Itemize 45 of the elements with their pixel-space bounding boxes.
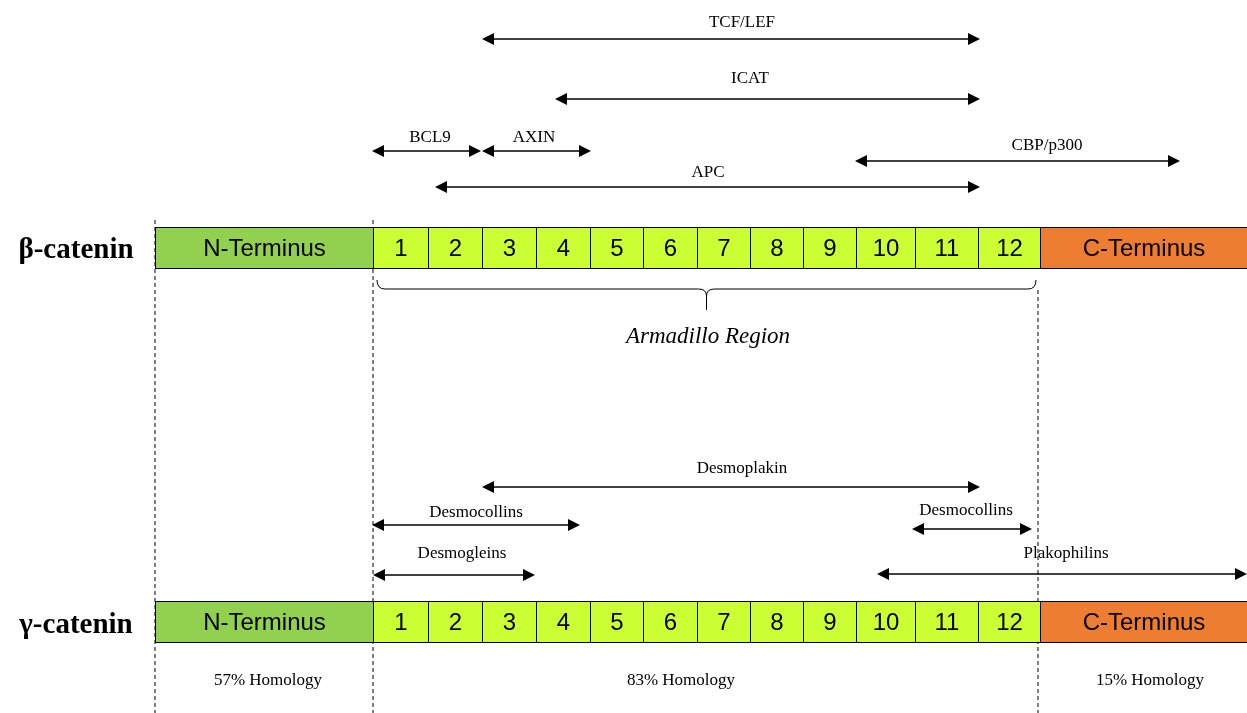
armadillo-repeat: 8 xyxy=(750,227,804,269)
armadillo-repeat: 11 xyxy=(915,227,979,269)
label-text: CBP/p300 xyxy=(1011,135,1083,155)
armadillo-repeat: 7 xyxy=(697,227,751,269)
protein-name: β-catenin xyxy=(18,231,134,265)
armadillo-repeat: 7 xyxy=(697,601,751,643)
label-text: Desmocollins xyxy=(429,502,523,522)
armadillo-repeat: 9 xyxy=(803,227,857,269)
region-label: Armadillo Region xyxy=(625,323,791,349)
armadillo-repeat: 6 xyxy=(643,227,698,269)
armadillo-repeat: 8 xyxy=(750,601,804,643)
label-text: AXIN xyxy=(512,127,556,147)
label-text: 57% Homology xyxy=(213,670,323,690)
label-text: 15% Homology xyxy=(1095,670,1205,690)
armadillo-repeat: 1 xyxy=(373,601,429,643)
armadillo-repeat: 11 xyxy=(915,601,979,643)
armadillo-repeat: 2 xyxy=(428,227,483,269)
n-terminus-domain: N-Terminus xyxy=(155,601,374,643)
armadillo-repeat: 4 xyxy=(536,227,591,269)
label-text: ICAT xyxy=(731,68,769,88)
armadillo-repeat: 9 xyxy=(803,601,857,643)
label-text: Desmoplakin xyxy=(696,458,788,478)
armadillo-repeat: 3 xyxy=(482,227,537,269)
armadillo-repeat: 6 xyxy=(643,601,698,643)
armadillo-repeat: 5 xyxy=(590,227,644,269)
armadillo-repeat: 12 xyxy=(978,601,1041,643)
protein-name: γ-catenin xyxy=(19,606,133,640)
label-text: TCF/LEF xyxy=(708,12,776,32)
label-text: Plakophilins xyxy=(1023,543,1109,563)
label-text: Desmogleins xyxy=(417,543,507,563)
label-text: BCL9 xyxy=(409,127,451,147)
c-terminus-domain: C-Terminus xyxy=(1040,227,1247,269)
n-terminus-domain: N-Terminus xyxy=(155,227,374,269)
armadillo-repeat: 12 xyxy=(978,227,1041,269)
label-text: Desmocollins xyxy=(919,500,1013,520)
label-text: APC xyxy=(691,162,725,182)
armadillo-repeat: 3 xyxy=(482,601,537,643)
armadillo-repeat: 10 xyxy=(856,601,916,643)
armadillo-repeat: 5 xyxy=(590,601,644,643)
armadillo-repeat: 1 xyxy=(373,227,429,269)
armadillo-repeat: 2 xyxy=(428,601,483,643)
c-terminus-domain: C-Terminus xyxy=(1040,601,1247,643)
armadillo-repeat: 4 xyxy=(536,601,591,643)
label-text: 83% Homology xyxy=(626,670,736,690)
armadillo-repeat: 10 xyxy=(856,227,916,269)
